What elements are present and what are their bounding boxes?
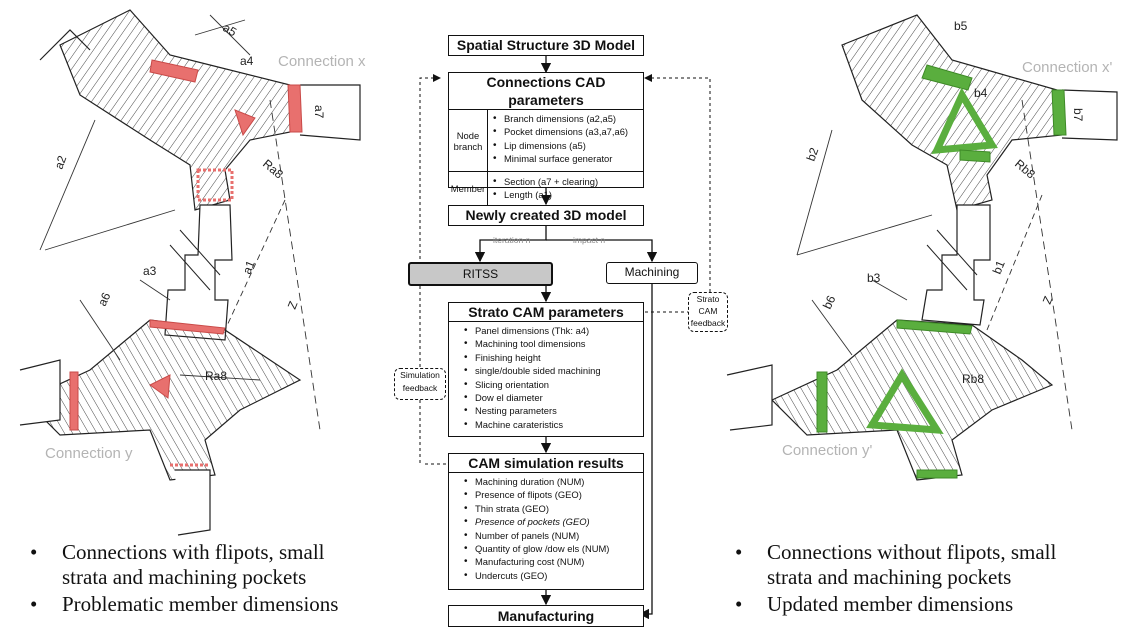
connection-x-prime-label: Connection x' [1022, 59, 1113, 76]
strato-item: Nesting parameters [464, 404, 643, 418]
edge-iteration-label: iteration n [493, 235, 531, 245]
connection-y-label: Connection y [45, 445, 133, 462]
result-item: Quantity of glow /dow els (NUM) [464, 542, 643, 556]
dim-a6: a6 [95, 290, 113, 308]
dim-a4: a4 [240, 54, 254, 68]
left-highlights [69, 59, 303, 467]
dim-b2: b2 [804, 145, 822, 163]
dim-a7: a7 [312, 105, 326, 119]
member-label: Member [449, 172, 488, 205]
member-row: Member Section (a7 + clearing) Length (a… [449, 172, 643, 205]
branch-label: branch [453, 140, 483, 152]
result-item: Presence of pockets (GEO) [464, 515, 643, 529]
dim-b7: b7 [1071, 108, 1085, 122]
result-item: Undercuts (GEO) [464, 569, 643, 583]
strato-items: Panel dimensions (Thk: a4) Machining too… [449, 322, 643, 432]
model-box: Spatial Structure 3D Model [448, 35, 644, 56]
dim-rb8-bottom: Rb8 [962, 372, 984, 386]
strato-item: single/double sided machining [464, 364, 643, 378]
cam-results-box: CAM simulation results Machining duratio… [448, 453, 644, 590]
strato-item: Panel dimensions (Thk: a4) [464, 324, 643, 338]
node-item: Pocket dimensions (a3,a7,a6) [493, 125, 628, 139]
dim-a2: a2 [52, 153, 70, 171]
strato-item: Dow el diameter [464, 391, 643, 405]
dim-b3: b3 [867, 271, 881, 285]
strato-title: Strato CAM parameters [449, 303, 643, 322]
strato-item: Machine carateristics [464, 418, 643, 432]
dim-a5: a5 [221, 20, 240, 39]
dim-ra8-bottom: Ra8 [205, 369, 227, 383]
new-model-box: Newly created 3D model [448, 205, 644, 226]
strato-cam-box: Strato CAM parameters Panel dimensions (… [448, 302, 644, 437]
machining-box: Machining [606, 262, 698, 284]
left-top-node [39, 9, 361, 211]
right-dimension-lines [796, 99, 1073, 431]
dim-a3: a3 [143, 264, 157, 278]
connection-y-prime-label: Connection y' [782, 442, 873, 459]
node-item: Branch dimensions (a2,a5) [493, 112, 628, 126]
left-dimension-lines [39, 14, 321, 431]
left-bullet: Connections with flipots, small strata a… [30, 540, 370, 590]
member-item: Length (a1) [493, 188, 598, 202]
member-item: Section (a7 + clearing) [493, 175, 598, 189]
cad-title: Connections CAD parameters [449, 73, 643, 110]
right-bottom-node [726, 319, 1054, 481]
manufacturing-box: Manufacturing [448, 605, 644, 627]
connection-x-label: Connection x [278, 53, 366, 70]
left-bullet: Problematic member dimensions [30, 592, 370, 617]
left-bottom-node [19, 319, 302, 536]
results-items: Machining duration (NUM) Presence of fli… [449, 473, 643, 583]
strato-feedback-note: Strato CAM feedback [688, 292, 728, 332]
result-item: Number of panels (NUM) [464, 529, 643, 543]
result-item: Presence of flipots (GEO) [464, 488, 643, 502]
ritss-box: RITSS [408, 262, 553, 286]
right-highlights [816, 64, 1067, 479]
node-item: Minimal surface generator [493, 152, 628, 166]
node-item: Lip dimensions (a5) [493, 139, 628, 153]
strato-item: Slicing orientation [464, 378, 643, 392]
result-item: Machining duration (NUM) [464, 475, 643, 489]
dim-a1: a1 [240, 258, 258, 276]
cad-parameters-box: Connections CAD parameters Node branch B… [448, 72, 644, 205]
strato-item: Finishing height [464, 351, 643, 365]
result-item: Manufacturing cost (NUM) [464, 555, 643, 569]
dim-b4: b4 [974, 86, 988, 100]
node-branch-row: Node branch Branch dimensions (a2,a5) Po… [449, 110, 643, 172]
dim-b1: b1 [990, 258, 1008, 276]
results-title: CAM simulation results [449, 454, 643, 473]
dim-b6: b6 [820, 293, 838, 311]
right-member [921, 204, 991, 326]
result-item: Thin strata (GEO) [464, 502, 643, 516]
left-connection-drawing: a5 a4 a7 a2 Ra8 a1 Z a3 a6 Ra8 Connectio… [19, 9, 366, 536]
right-connection-drawing: b5 b4 b7 b2 Rb8 b1 Z b3 b6 Rb8 Connectio… [726, 14, 1118, 481]
dim-b5: b5 [954, 19, 968, 33]
node-items: Branch dimensions (a2,a5) Pocket dimensi… [488, 110, 628, 171]
left-bullet-list: Connections with flipots, small strata a… [30, 540, 370, 617]
strato-item: Machining tool dimensions [464, 337, 643, 351]
edge-impact-label: impact n [573, 235, 605, 245]
simulation-feedback-note: Simulation feedback [394, 368, 446, 400]
member-items: Section (a7 + clearing) Length (a1) [488, 172, 598, 205]
right-bullet: Updated member dimensions [735, 592, 1105, 617]
right-bullet: Connections without flipots, small strat… [735, 540, 1105, 590]
node-label: Node [456, 129, 480, 141]
right-bullet-list: Connections without flipots, small strat… [735, 540, 1105, 617]
